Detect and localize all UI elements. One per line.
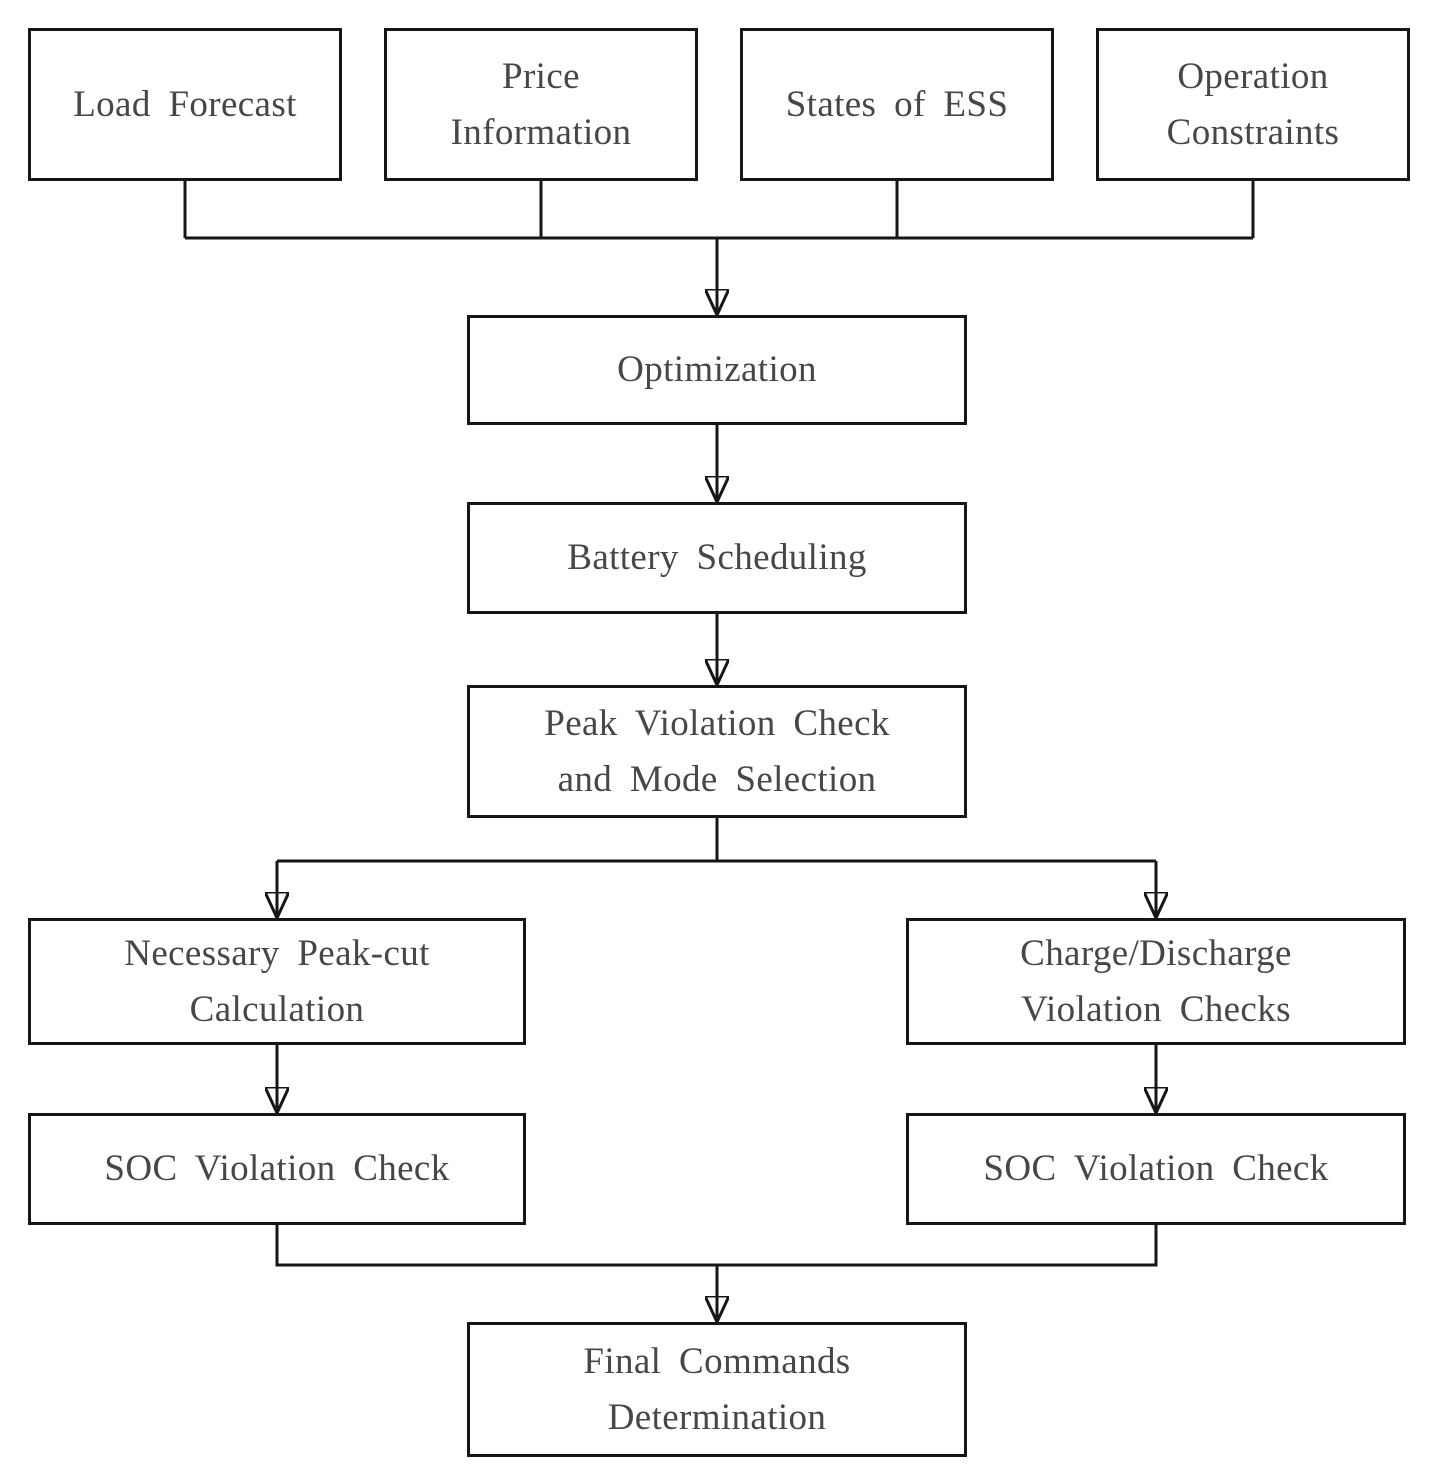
- node-peak-violation-check-label: Peak Violation Check and Mode Selection: [544, 703, 890, 800]
- node-charge-discharge-checks: Charge/Discharge Violation Checks: [906, 918, 1406, 1045]
- node-battery-scheduling-label: Battery Scheduling: [567, 537, 867, 579]
- connector-merge-left: [275, 1225, 717, 1267]
- node-necessary-peak-cut-label: Necessary Peak-cut Calculation: [124, 933, 430, 1030]
- connector-merge-right: [717, 1225, 1158, 1267]
- node-states-of-ess-label: States of ESS: [785, 83, 1009, 125]
- node-price-information-label: Price Information: [450, 56, 632, 153]
- node-optimization-label: Optimization: [617, 349, 817, 391]
- node-price-information: Price Information: [384, 28, 698, 181]
- node-load-forecast: Load Forecast: [28, 28, 342, 181]
- node-load-forecast-label: Load Forecast: [73, 83, 297, 125]
- node-optimization: Optimization: [467, 315, 967, 425]
- node-operation-constraints-label: Operation Constraints: [1166, 56, 1340, 153]
- node-soc-violation-check-right: SOC Violation Check: [906, 1113, 1406, 1225]
- node-necessary-peak-cut: Necessary Peak-cut Calculation: [28, 918, 526, 1045]
- node-soc-violation-check-left: SOC Violation Check: [28, 1113, 526, 1225]
- node-charge-discharge-checks-label: Charge/Discharge Violation Checks: [1020, 933, 1292, 1030]
- node-soc-violation-check-right-label: SOC Violation Check: [983, 1148, 1329, 1190]
- node-final-commands-label: Final Commands Determination: [583, 1341, 851, 1438]
- node-final-commands: Final Commands Determination: [467, 1322, 967, 1457]
- node-peak-violation-check: Peak Violation Check and Mode Selection: [467, 685, 967, 818]
- node-states-of-ess: States of ESS: [740, 28, 1054, 181]
- node-battery-scheduling: Battery Scheduling: [467, 502, 967, 614]
- node-soc-violation-check-left-label: SOC Violation Check: [104, 1148, 450, 1190]
- node-operation-constraints: Operation Constraints: [1096, 28, 1410, 181]
